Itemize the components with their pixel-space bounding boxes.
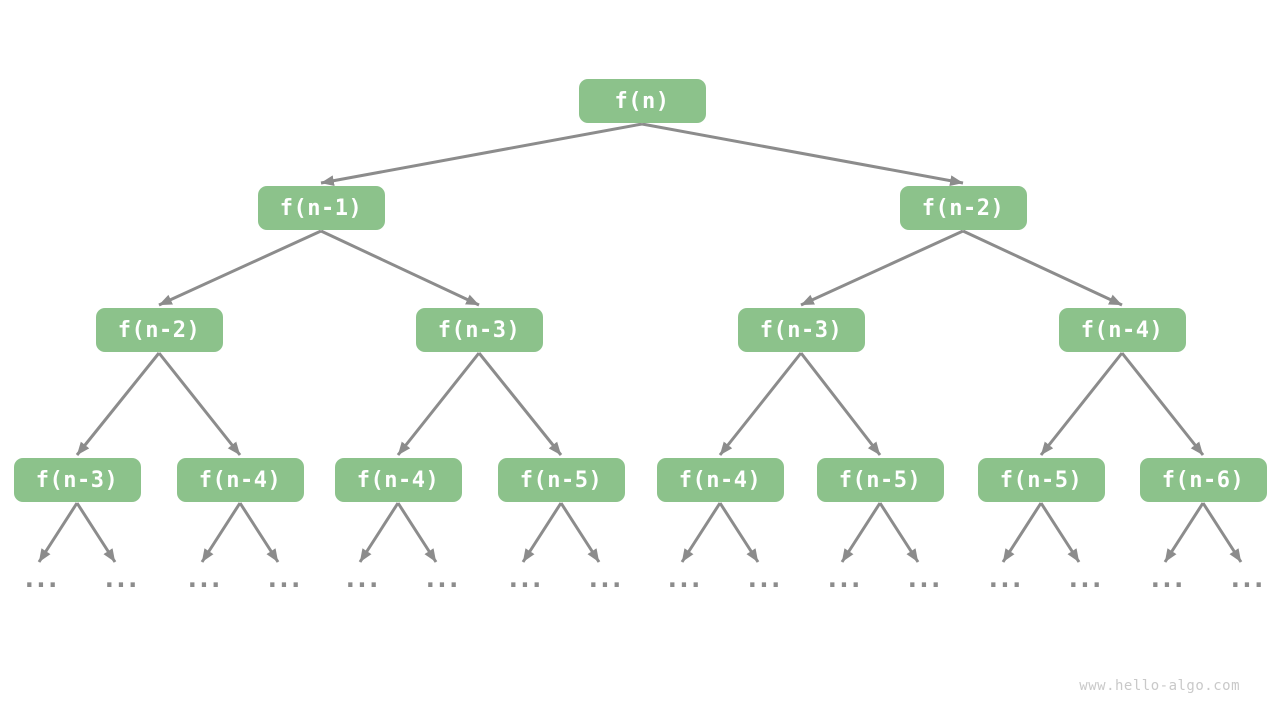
tree-node: f(n-1) [257, 186, 385, 230]
tree-node: f(n-2) [95, 308, 223, 352]
edge-arrow [840, 502, 882, 563]
edge-arrow [799, 352, 882, 456]
tree-node: f(n-4) [176, 458, 304, 502]
edge-arrow [718, 352, 803, 456]
edge-arrow [200, 502, 242, 563]
tree-node: f(n-5) [497, 458, 625, 502]
ellipsis-label: ... [664, 564, 704, 594]
ellipsis-label: ... [985, 564, 1025, 594]
edge-arrow [800, 229, 964, 307]
edge-arrow [477, 352, 563, 456]
edge-arrow [680, 502, 722, 563]
tree-node: f(n-2) [899, 186, 1027, 230]
edge-arrow [1001, 502, 1043, 563]
edge-arrow [158, 229, 322, 307]
edge-arrow [157, 352, 242, 456]
ellipsis-label: ... [904, 564, 944, 594]
edge-arrow [75, 352, 161, 456]
tree-node: f(n-3) [13, 458, 141, 502]
tree-node: f(n-3) [737, 308, 865, 352]
ellipsis-label: ... [342, 564, 382, 594]
tree-node: f(n-3) [415, 308, 543, 352]
ellipsis-label: ... [824, 564, 864, 594]
edge-arrow [1163, 502, 1205, 563]
ellipsis-label: ... [184, 564, 224, 594]
tree-node: f(n) [578, 79, 706, 123]
tree-node: f(n-6) [1139, 458, 1267, 502]
edge-arrow [75, 502, 117, 563]
edge-arrow [962, 229, 1123, 307]
ellipsis-label: ... [21, 564, 61, 594]
edge-arrow [1039, 352, 1124, 456]
tree-node: f(n-4) [656, 458, 784, 502]
edge-arrow [396, 502, 438, 563]
tree-node: f(n-5) [816, 458, 944, 502]
edge-arrow [37, 502, 79, 563]
edge-arrow [521, 502, 563, 563]
edge-arrow [358, 502, 400, 563]
ellipsis-label: ... [1065, 564, 1105, 594]
watermark-text: www.hello-algo.com [1079, 678, 1240, 694]
tree-node: f(n-4) [1058, 308, 1186, 352]
tree-node: f(n-5) [977, 458, 1105, 502]
edge-arrow [559, 502, 601, 563]
ellipsis-label: ... [585, 564, 625, 594]
edge-arrow [396, 352, 481, 456]
ellipsis-label: ... [505, 564, 545, 594]
edge-arrow [641, 122, 964, 186]
edge-arrow [1120, 352, 1205, 456]
edge-arrow [1039, 502, 1081, 563]
ellipsis-label: ... [744, 564, 784, 594]
ellipsis-label: ... [264, 564, 304, 594]
ellipsis-label: ... [1227, 564, 1267, 594]
tree-node: f(n-4) [334, 458, 462, 502]
edge-arrow [320, 229, 480, 307]
edge-arrow [320, 122, 643, 186]
edge-arrow [238, 502, 280, 563]
edge-arrow [1201, 502, 1243, 563]
edge-arrow [878, 502, 920, 563]
ellipsis-label: ... [422, 564, 462, 594]
edge-arrow [718, 502, 760, 563]
ellipsis-label: ... [1147, 564, 1187, 594]
ellipsis-label: ... [101, 564, 141, 594]
